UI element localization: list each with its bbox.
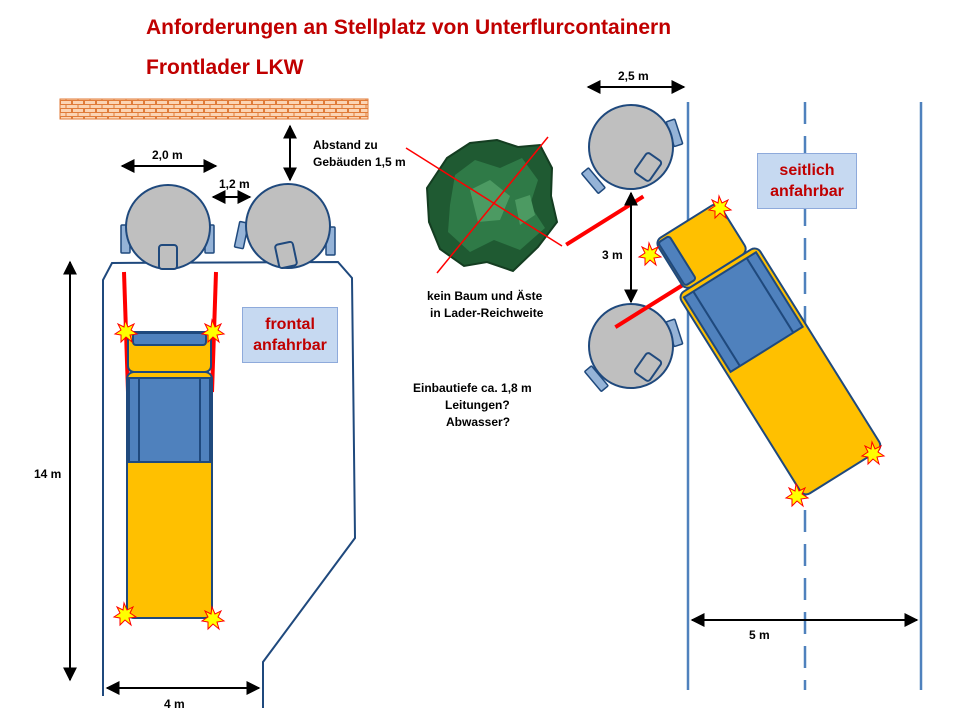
truck-front [122,271,218,619]
info-box-side: seitlich anfahrbar [757,153,857,209]
container-side-top [581,104,684,194]
info-box-frontal: frontal anfahrbar [242,307,338,363]
info-box-frontal-line1: frontal [265,316,315,333]
label-spacing: 3 m [602,248,623,262]
container-front-right [233,183,336,270]
truck-side [565,194,882,496]
label-width: 4 m [164,697,185,711]
building-wall [59,98,369,120]
label-tree-2: in Lader-Reichweite [430,306,544,320]
label-building-distance-1: Abstand zu [313,138,378,152]
lot-outline [102,260,357,708]
label-length: 14 m [34,467,62,481]
label-container-gap: 1,2 m [219,177,250,191]
container-front-left [120,184,215,270]
cross-line-1 [405,147,563,247]
warning-flash [112,318,226,631]
label-building-distance-2: Gebäuden 1,5 m [313,155,406,169]
info-box-frontal-line2: anfahrbar [253,337,327,354]
label-depth-2: Leitungen? [445,398,510,412]
label-lane-width: 5 m [749,628,770,642]
label-tree-1: kein Baum und Äste [427,289,543,303]
label-container-width: 2,5 m [618,69,649,83]
info-box-side-line2: anfahrbar [770,183,844,200]
warning-flash-side [637,194,886,508]
page-subtitle: Frontlader LKW [146,56,304,79]
container-side-bottom [584,303,684,392]
cross-line-2 [436,136,549,274]
info-box-side-line1: seitlich [779,162,835,179]
page-title: Anforderungen an Stellplatz von Unterflu… [146,16,672,39]
label-container-pair-width: 2,0 m [152,148,183,162]
label-depth-3: Abwasser? [446,415,511,429]
label-depth-1: Einbautiefe ca. 1,8 m [413,381,532,395]
